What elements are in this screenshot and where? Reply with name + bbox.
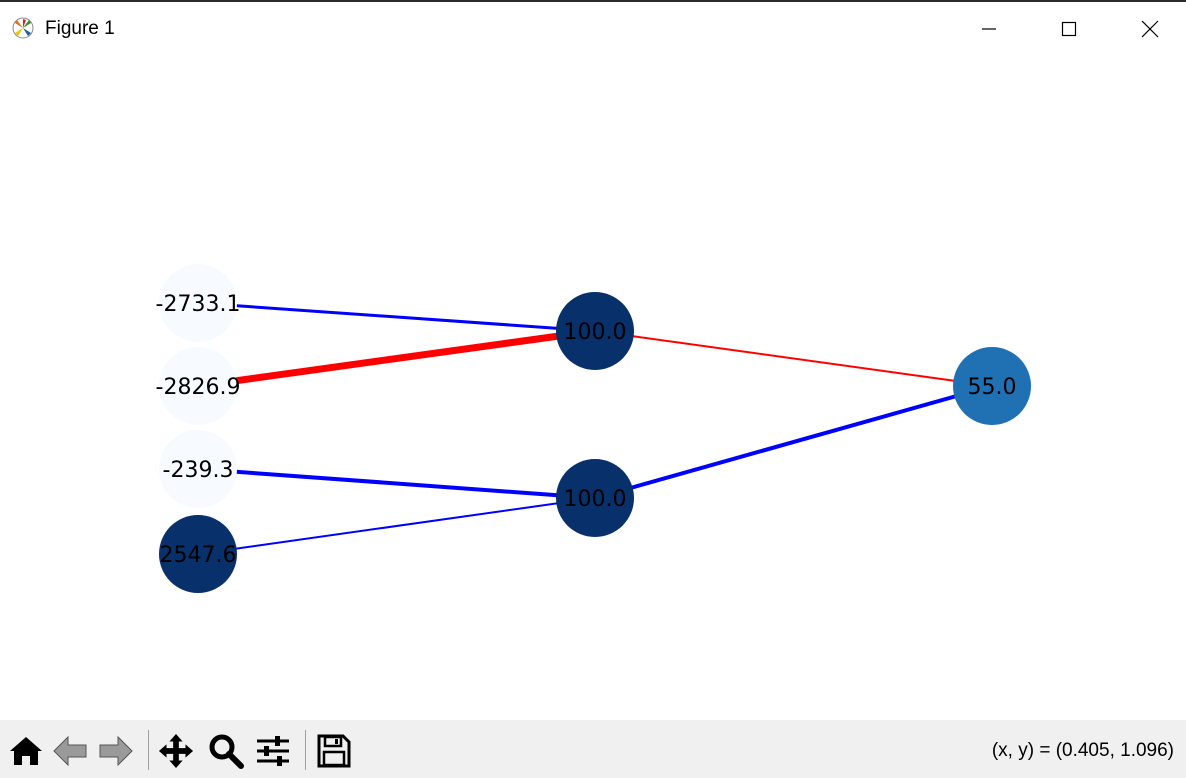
edge-in1-h1 [197,301,596,333]
node-in3: -239.3 [159,430,237,508]
configure-subplots-icon [257,736,289,766]
node-circle [159,430,237,508]
node-label: -2733.1 [156,292,241,317]
node-circle [159,264,237,342]
zoom-icon [209,734,244,769]
zoom-button[interactable] [208,733,244,769]
node-label: 2547.6 [160,543,237,568]
node-label: -2826.9 [156,375,241,400]
node-h2: 100.0 [556,459,634,537]
edge-in4-h2 [197,497,596,555]
node-label: -239.3 [163,458,234,483]
home-icon [10,737,42,765]
pan-button[interactable] [158,733,194,769]
node-circle [159,347,237,425]
matplotlib-icon [12,17,34,39]
save-icon [317,734,351,768]
edge-h1-out [594,330,993,387]
node-label: 55.0 [968,375,1017,400]
edge-in3-h2 [197,467,596,500]
network-graph: -2733.1 -2826.9 -239.3 2547.6 100.0 100.0 55.0 [156,264,1031,593]
forward-button[interactable] [98,733,134,769]
node-in1: -2733.1 [156,264,241,342]
maximize-icon [1061,21,1077,37]
forward-icon [99,735,133,767]
maximize-button[interactable] [1046,10,1092,48]
minimize-icon [982,28,996,30]
save-button[interactable] [316,733,352,769]
nodes-layer: -2733.1 -2826.9 -239.3 2547.6 100.0 100.0 55.0 [156,264,1031,593]
node-label: 100.0 [564,487,627,512]
edges-layer [197,301,993,555]
minimize-button[interactable] [966,10,1012,48]
node-circle [556,292,634,370]
pan-icon [158,733,194,769]
toolbar-separator [305,730,306,770]
node-circle [953,347,1031,425]
close-button[interactable] [1127,10,1173,48]
edge-in2-h1 [197,327,596,390]
node-circle [159,515,237,593]
edge-h2-out [594,384,993,500]
navigation-toolbar: (x, y) = (0.405, 1.096) [0,720,1186,778]
toolbar-separator [148,730,149,770]
window-title: Figure 1 [45,18,115,39]
node-in4: 2547.6 [159,515,237,593]
title-bar: Figure 1 [0,0,1186,56]
home-button[interactable] [8,733,44,769]
node-h1: 100.0 [556,292,634,370]
back-icon [53,735,87,767]
coordinates-readout: (x, y) = (0.405, 1.096) [991,740,1174,761]
figure-canvas[interactable]: -2733.1 -2826.9 -239.3 2547.6 100.0 100.0 55.0 [0,56,1186,720]
node-in2: -2826.9 [156,347,241,425]
back-button[interactable] [52,733,88,769]
node-label: 100.0 [564,320,627,345]
node-circle [556,459,634,537]
configure-subplots-button[interactable] [255,733,291,769]
node-out: 55.0 [953,347,1031,425]
close-icon [1141,20,1159,38]
